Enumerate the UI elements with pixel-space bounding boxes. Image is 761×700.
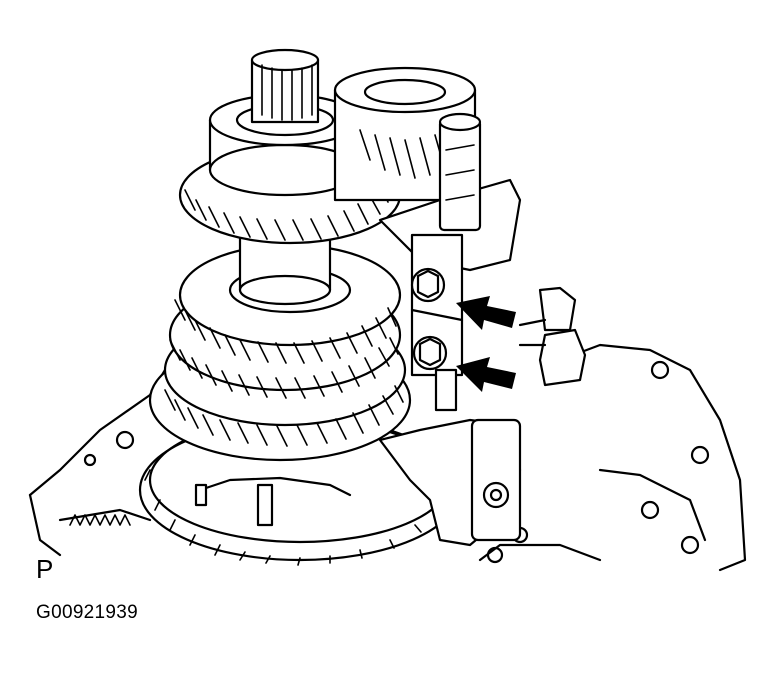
- arrow-upper-bolt-icon: [456, 296, 516, 330]
- figure-id: G00921939: [36, 602, 139, 623]
- lower-bolt: [412, 335, 448, 371]
- rear-gear: [333, 66, 477, 202]
- interlock-bracket: [518, 286, 587, 387]
- upper-gear-bearing: [178, 48, 402, 245]
- transmission-case: [28, 343, 747, 572]
- shift-fork-arm: [378, 418, 522, 547]
- arrow-lower-bolt-icon: [456, 357, 516, 392]
- upper-bolt: [410, 267, 446, 303]
- view-label: P: [36, 554, 54, 584]
